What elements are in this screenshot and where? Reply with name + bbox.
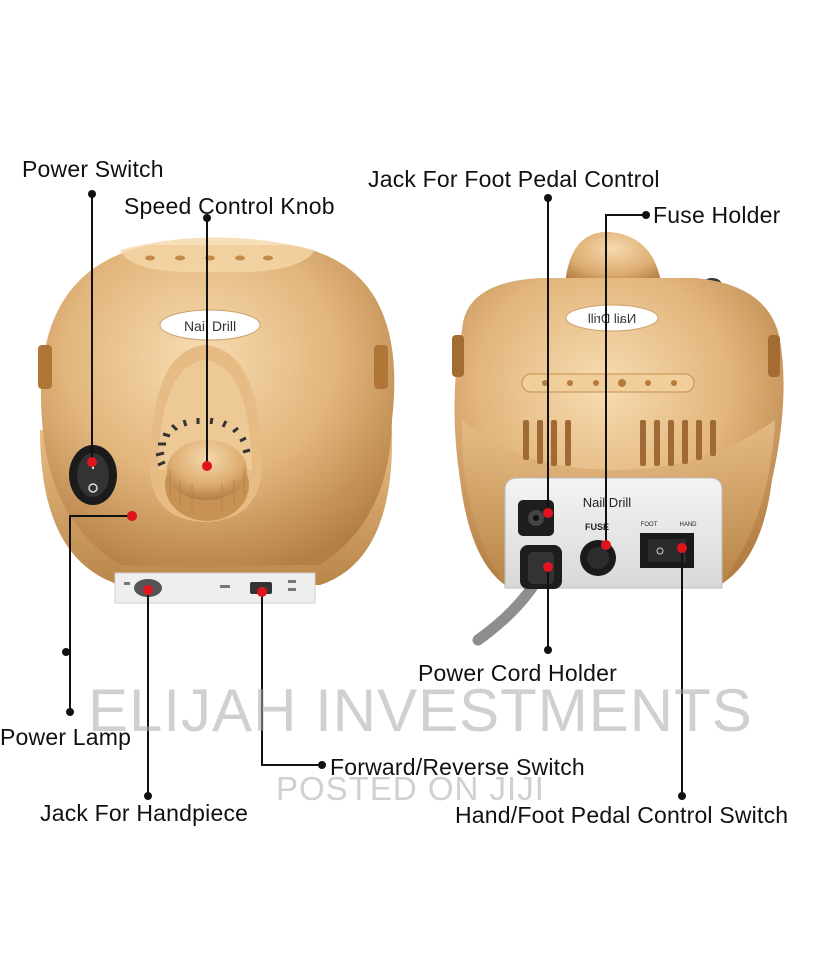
front-device: Nail Drill [38, 237, 395, 604]
foot-label: FOOT [641, 522, 658, 528]
label-power-cord-holder: Power Cord Holder [418, 660, 617, 686]
label-jack-foot-pedal: Jack For Foot Pedal Control [368, 166, 660, 192]
watermark-sub: POSTED ON JIJI [276, 770, 545, 807]
back-badge-text: Nail Drill [583, 495, 632, 510]
label-power-switch: Power Switch [22, 156, 164, 182]
back-device: Nail Drill Nail Drill [452, 231, 784, 646]
watermark-main: ELIJAH INVESTMENTS [88, 677, 753, 744]
fuse-label: FUSE [585, 522, 609, 532]
label-forward-reverse-switch: Forward/Reverse Switch [330, 754, 585, 780]
label-fuse-holder: Fuse Holder [653, 202, 781, 228]
label-jack-handpiece: Jack For Handpiece [40, 800, 249, 826]
back-mirrored-badge-text: Nail Drill [588, 311, 637, 326]
label-power-lamp: Power Lamp [0, 724, 132, 750]
label-speed-control-knob: Speed Control Knob [124, 193, 335, 219]
hand-label: HAND [679, 522, 697, 528]
pointer-anchor-dots [62, 190, 686, 800]
front-badge-text: Nail Drill [184, 318, 236, 334]
pointer-target-dots [87, 457, 687, 597]
pointer-lines [69, 194, 683, 795]
label-hand-foot-switch: Hand/Foot Pedal Control Switch [455, 802, 789, 828]
speed-scale [155, 417, 251, 467]
